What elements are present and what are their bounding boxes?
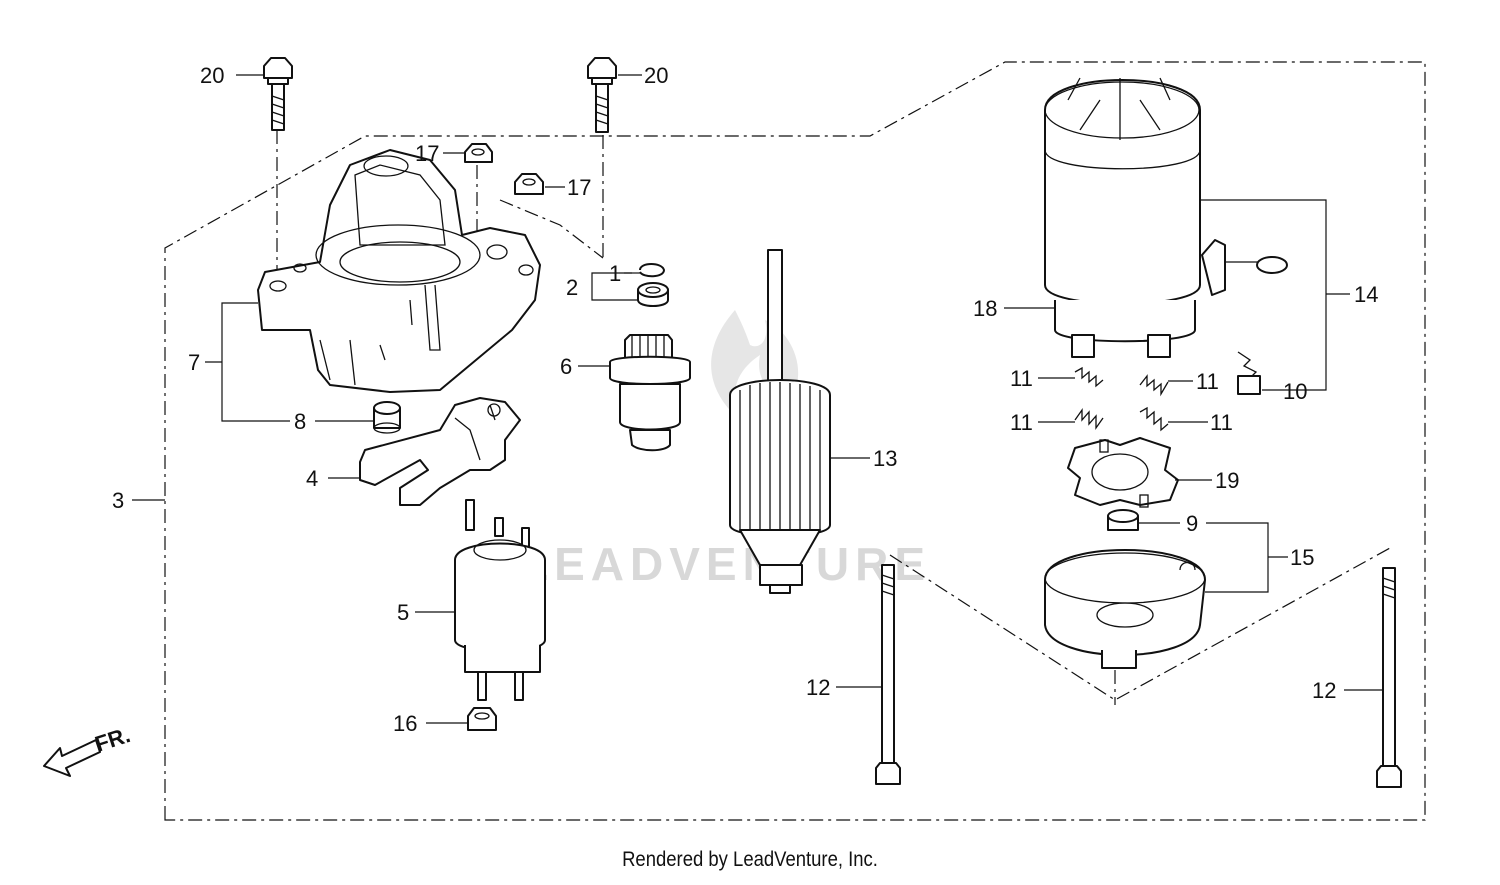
- callout-13: 13: [873, 446, 897, 471]
- callout-11-b: 11: [1196, 369, 1219, 394]
- leader-lines: [132, 74, 1383, 724]
- callout-4: 4: [306, 466, 318, 491]
- pinion-gear-icon: [609, 334, 691, 452]
- bushing-icon: [373, 401, 401, 434]
- callout-15: 15: [1290, 545, 1314, 570]
- front-direction-label: FR.: [92, 722, 133, 757]
- assembly-boundary: [164, 61, 1426, 821]
- callout-19: 19: [1215, 468, 1239, 493]
- nut-icon-2: [514, 173, 544, 195]
- through-bolt-left-icon: [875, 564, 901, 785]
- nut-icon: [464, 143, 493, 163]
- terminal-nut-icon: [467, 707, 497, 731]
- callout-5: 5: [397, 600, 409, 625]
- through-bolt-right-icon: [1376, 567, 1402, 788]
- callout-20-left: 20: [200, 63, 224, 88]
- front-housing-icon: [257, 149, 541, 393]
- callout-1: 1: [609, 261, 621, 286]
- callout-8: 8: [294, 409, 306, 434]
- snap-ring-icon: [639, 263, 665, 278]
- brush-icon: [1237, 351, 1261, 395]
- watermark-text: LEADVENTURE: [520, 538, 931, 590]
- bolt-left-icon: [263, 57, 293, 131]
- solenoid-icon: [454, 499, 546, 701]
- callout-labels: 20 20 17 17 1 2 6 7 8 4 3 5 16 13 12 12 …: [112, 63, 1378, 736]
- callout-17-left: 17: [415, 141, 439, 166]
- callout-12-left: 12: [806, 675, 830, 700]
- rear-bushing-icon: [1107, 509, 1139, 531]
- callout-6: 6: [560, 354, 572, 379]
- brush-holder-icon: [1067, 437, 1179, 508]
- callout-11-d: 11: [1210, 410, 1233, 435]
- callout-20-right: 20: [644, 63, 668, 88]
- callout-2: 2: [566, 275, 578, 300]
- callout-14: 14: [1354, 282, 1378, 307]
- callout-7: 7: [188, 350, 200, 375]
- footer-credit: Rendered by LeadVenture, Inc.: [622, 848, 878, 871]
- callout-11-a: 11: [1010, 366, 1033, 391]
- callout-17-right: 17: [567, 175, 591, 200]
- callout-12-right: 12: [1312, 678, 1336, 703]
- callout-18: 18: [973, 296, 997, 321]
- callout-9: 9: [1186, 511, 1198, 536]
- callout-10: 10: [1283, 379, 1307, 404]
- watermark: LEADVENTURE: [520, 310, 931, 590]
- callout-3: 3: [112, 488, 124, 513]
- brush-spring-icon: [1074, 366, 1169, 432]
- guide-lines: [276, 130, 1391, 705]
- callout-11-c: 11: [1010, 410, 1033, 435]
- front-direction-arrow-icon: FR.: [43, 722, 133, 777]
- callout-16: 16: [393, 711, 417, 736]
- yoke-assembly-icon: [1044, 77, 1288, 358]
- bolt-right-icon: [587, 57, 617, 133]
- stop-ring-icon: [637, 282, 669, 307]
- shift-lever-icon: [359, 397, 521, 506]
- rear-cover-icon: [1044, 549, 1206, 669]
- armature-icon: [729, 249, 831, 594]
